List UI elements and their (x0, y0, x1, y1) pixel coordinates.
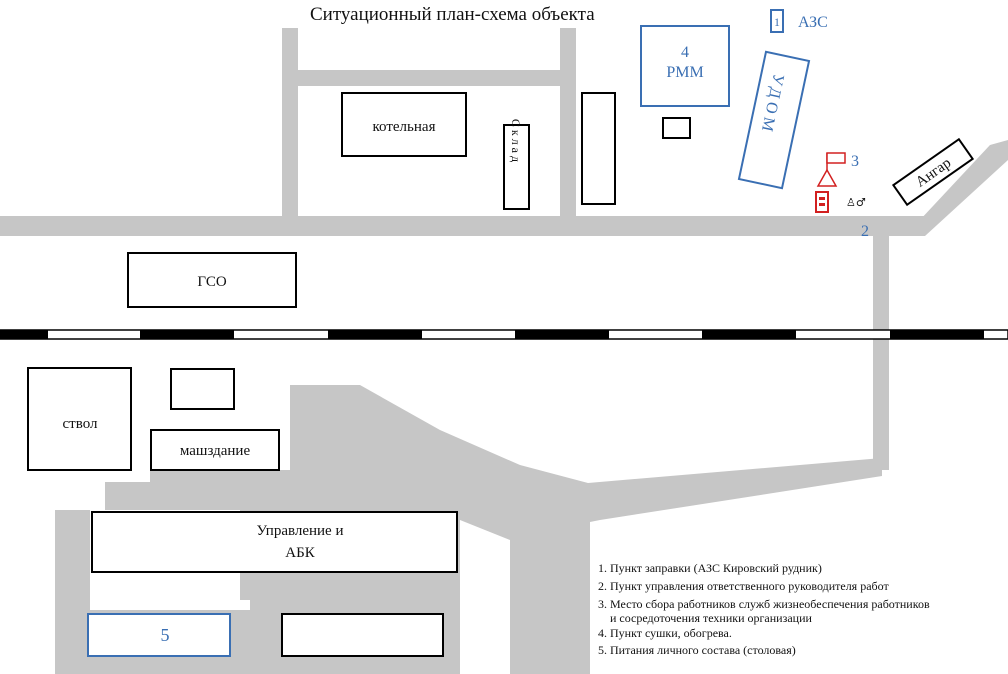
building-mashzdanie (150, 429, 280, 471)
road-right-vertical (560, 28, 576, 223)
building-azs (770, 9, 784, 33)
building-kotelnaya (341, 92, 467, 157)
legend-item: и сосредоточения техники организации (610, 611, 812, 625)
railway-segment (702, 330, 796, 339)
railway-segment (890, 330, 984, 339)
building-lower-right (281, 613, 444, 657)
label-rmm: РММ (666, 64, 703, 81)
marker-point-3: 3 (816, 152, 859, 187)
marker-point-2: ♙♂ 2 (815, 191, 869, 240)
railway-bed (0, 329, 1008, 340)
label-point-2: 2 (861, 223, 869, 240)
label-abk-line2: АБК (285, 545, 315, 561)
label-stvol: ствол (63, 416, 98, 432)
building-small (662, 117, 691, 139)
building-sklad (503, 124, 530, 210)
label-rmm-number: 4 (681, 44, 689, 61)
road-lower-area (105, 385, 882, 674)
building-abk (91, 511, 458, 573)
label-abk-line1: Управление и (256, 523, 343, 539)
label-canteen-number: 5 (161, 625, 170, 645)
legend-item: 2. Пункт управления ответственного руков… (598, 579, 889, 593)
label-kotelnaya: котельная (373, 119, 436, 135)
building-gso (127, 252, 297, 308)
building-stvol (27, 367, 132, 471)
legend-item: 3. Место сбора работников служб жизнеобе… (598, 597, 930, 611)
plan-title: Ситуационный план-схема объекта (310, 4, 595, 25)
building-warehouse-right (581, 92, 616, 205)
legend: 1. Пункт заправки (АЗС Кировский рудник)… (598, 561, 930, 657)
label-azs: АЗС (798, 14, 828, 31)
building-small-lower (170, 368, 235, 410)
railway (0, 329, 1008, 340)
road-lower-patch (400, 420, 470, 512)
people-icon: ♙♂ (846, 196, 866, 209)
building-canteen (87, 613, 231, 657)
legend-item: 4. Пункт сушки, обогрева. (598, 626, 732, 640)
building-rmm (640, 25, 730, 107)
railway-segment (328, 330, 422, 339)
road-left-vertical (282, 28, 298, 223)
railway-segment (140, 330, 234, 339)
road-top-horizontal (290, 70, 575, 86)
main-road (0, 216, 925, 236)
label-azs-marker: 1 (774, 15, 780, 29)
label-sklad: Склад (509, 119, 523, 165)
railway-segment (0, 330, 48, 339)
railway-segment (515, 330, 609, 339)
road-angar-diagonal (905, 140, 1008, 236)
road-right-down (873, 230, 889, 470)
legend-item: 5. Питания личного состава (столовая) (598, 643, 796, 657)
label-mashzdanie: машздание (180, 443, 251, 459)
label-gso: ГСО (197, 274, 226, 290)
building-angar (891, 137, 975, 207)
label-point-3: 3 (851, 153, 859, 170)
building-udom (737, 50, 811, 190)
legend-item: 1. Пункт заправки (АЗС Кировский рудник) (598, 561, 822, 575)
